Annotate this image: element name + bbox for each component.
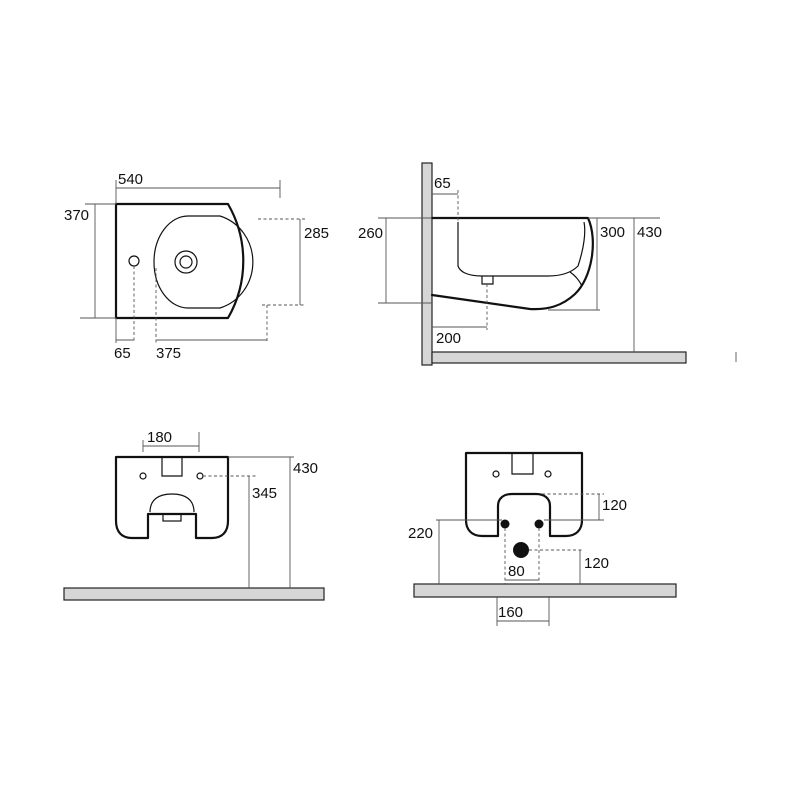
front-fixing-left bbox=[139, 472, 147, 480]
rear-outlet bbox=[513, 542, 529, 558]
front-view-foot bbox=[162, 513, 182, 522]
dim-bowl-depth: 285 bbox=[304, 225, 329, 242]
dim-wall-gap: 65 bbox=[434, 175, 451, 192]
dim-rim-height: 260 bbox=[358, 225, 383, 242]
front-view: 180 345 430 bbox=[63, 429, 325, 601]
dim-front-total-height: 430 bbox=[293, 460, 318, 477]
rear-inlet-right bbox=[534, 519, 544, 529]
tap-hole bbox=[128, 255, 140, 267]
side-wall bbox=[421, 162, 433, 366]
dim-rear-outlet-height: 120 bbox=[584, 555, 609, 572]
dim-front-fixing-height: 345 bbox=[252, 485, 277, 502]
rear-floor bbox=[413, 583, 677, 598]
rear-view-outline bbox=[464, 451, 584, 538]
dim-rear-fixing-height: 220 bbox=[408, 525, 433, 542]
rear-fixing-right bbox=[544, 470, 552, 478]
rear-view: 120 220 120 80 160 bbox=[408, 451, 677, 626]
side-floor bbox=[431, 351, 687, 364]
dim-bowl-height: 300 bbox=[600, 224, 625, 241]
front-view-inner bbox=[149, 493, 195, 513]
dim-depth: 370 bbox=[64, 207, 89, 224]
front-floor bbox=[63, 587, 325, 601]
waste-hole bbox=[174, 250, 198, 274]
top-view: 540 370 285 65 375 bbox=[64, 171, 329, 362]
rear-view-bracket bbox=[511, 453, 534, 475]
dim-waste-offset: 375 bbox=[156, 345, 181, 362]
side-view-rim-inner bbox=[569, 271, 583, 287]
front-view-bracket bbox=[161, 457, 183, 477]
dim-tap-offset: 65 bbox=[114, 345, 131, 362]
top-view-bowl bbox=[153, 215, 254, 309]
waste-hole-inner bbox=[179, 255, 193, 269]
side-view-bowl bbox=[457, 221, 586, 277]
dim-rear-inlet-height: 120 bbox=[602, 497, 627, 514]
side-view: 65 260 300 430 200 bbox=[358, 162, 737, 366]
dim-waste-distance: 200 bbox=[436, 330, 461, 347]
rear-fixing-left bbox=[492, 470, 500, 478]
dim-front-fixing-spacing: 180 bbox=[147, 429, 172, 446]
top-view-outline bbox=[114, 202, 245, 320]
side-view-waste bbox=[481, 276, 494, 285]
front-view-outline bbox=[114, 455, 230, 540]
rear-inlet-left bbox=[500, 519, 510, 529]
dim-rear-outlet-width: 80 bbox=[508, 563, 525, 580]
side-view-outline bbox=[430, 216, 594, 311]
front-fixing-right bbox=[196, 472, 204, 480]
dim-total-height-side: 430 bbox=[637, 224, 662, 241]
dim-rear-fixing-spacing: 160 bbox=[498, 604, 523, 621]
dim-width: 540 bbox=[118, 171, 143, 188]
